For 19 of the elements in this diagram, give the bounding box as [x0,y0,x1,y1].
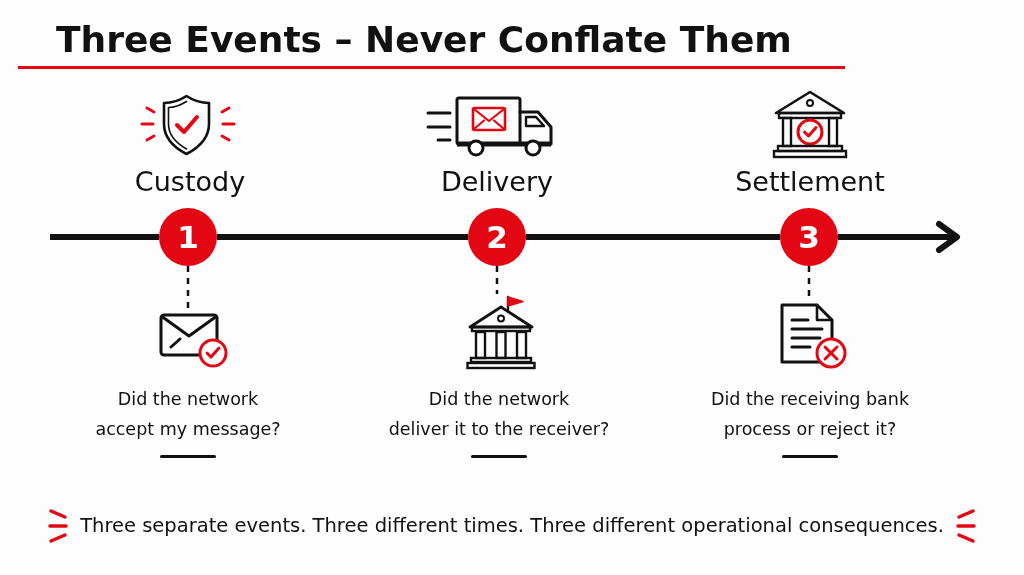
event-name: Settlement [735,165,885,199]
dashed-leader-line [495,266,499,294]
bank-flag-icon [466,294,536,370]
step-marker: 2 [468,208,526,266]
timeline-arrow [838,221,960,253]
step-marker: 1 [159,208,217,266]
question-text: Did the network accept my message? [95,388,281,441]
document-cross-icon [778,302,848,370]
timeline-line [217,234,468,240]
timeline-line [526,234,780,240]
envelope-check-icon [158,312,230,368]
step-marker: 3 [780,208,838,266]
slide-title: Three Events – Never Conflate Them [56,18,792,62]
event-name: Custody [134,165,246,199]
question-text: Did the receiving bank process or reject it? [710,388,910,441]
event-name: Delivery [440,165,554,199]
caption: Three separate events. Three different times. Three different operational consequences. [80,513,944,539]
timeline-line [50,234,159,240]
question-text: Did the network deliver it to the receiver? [388,388,610,441]
